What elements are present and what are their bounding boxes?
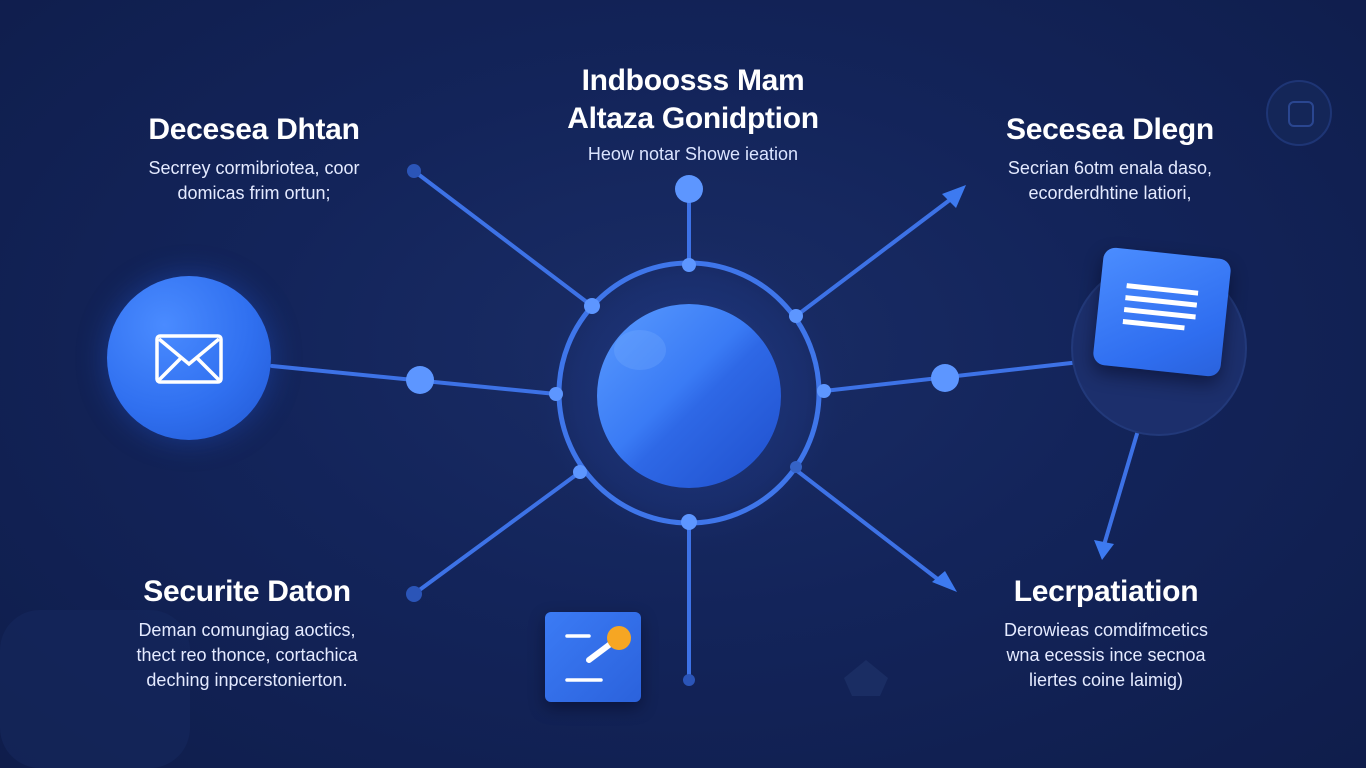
node-dot bbox=[584, 298, 600, 314]
feature-desc-line: Secrrey cormibriotea, coor bbox=[148, 158, 360, 178]
mail-icon bbox=[155, 334, 223, 384]
end-dot bbox=[683, 674, 695, 686]
connector-top-left bbox=[412, 169, 594, 308]
feature-desc-line: wna ecessis ince secnoa bbox=[1006, 645, 1206, 665]
document-icon bbox=[1122, 283, 1199, 331]
node-dots bbox=[406, 175, 959, 530]
diagram-title-block: Indboosss Mam Altaza Gonidption Heow not… bbox=[483, 62, 903, 165]
title-line-1: Indboosss Mam bbox=[581, 64, 805, 97]
title-subtitle: Heow notar Showe ieation bbox=[587, 144, 799, 164]
node-dot bbox=[573, 465, 587, 479]
background-shape bbox=[0, 610, 190, 768]
end-dot bbox=[406, 586, 422, 602]
feature-top-right: Secesea Dlegn Secrian 6otm enala daso, e… bbox=[945, 112, 1275, 206]
node-dot bbox=[931, 364, 959, 392]
feature-bottom-right: Lecrpatiation Derowieas comdifmcetics wn… bbox=[941, 574, 1271, 693]
title-line-2: Altaza Gonidption bbox=[567, 102, 819, 135]
connector-top-right bbox=[794, 194, 957, 318]
decorative-shape-icon bbox=[844, 660, 888, 696]
feature-desc-line: deching inpcerstonierton. bbox=[146, 670, 348, 690]
feature-desc-line: thect reo thonce, cortachica bbox=[136, 645, 358, 665]
feature-title: Lecrpatiation bbox=[1013, 575, 1199, 608]
node-dot bbox=[790, 461, 802, 473]
feature-desc-line: liertes coine laimig) bbox=[1028, 670, 1184, 690]
corner-badge-icon[interactable] bbox=[1266, 80, 1332, 146]
feature-title: Secesea Dlegn bbox=[1006, 113, 1214, 146]
node-dot bbox=[406, 366, 434, 394]
globe-sphere-icon[interactable] bbox=[597, 304, 781, 488]
connector-lines bbox=[270, 169, 1152, 682]
node-dot bbox=[675, 175, 703, 203]
feature-desc-line: Derowieas comdifmcetics bbox=[1003, 620, 1209, 640]
feature-title: Decesea Dhtan bbox=[148, 113, 360, 146]
chart-node[interactable] bbox=[545, 612, 641, 702]
feature-title: Securite Daton bbox=[143, 575, 351, 608]
connector-bottom-right bbox=[794, 468, 946, 586]
chart-icon bbox=[565, 626, 631, 682]
corner-badge-inner bbox=[1288, 101, 1314, 127]
arrow-head-top-right bbox=[942, 185, 966, 208]
node-dot bbox=[549, 387, 563, 401]
end-dots bbox=[406, 164, 695, 686]
document-card[interactable] bbox=[1092, 246, 1232, 378]
end-dot bbox=[407, 164, 421, 178]
feature-desc-line: Secrian 6otm enala daso, bbox=[1007, 158, 1213, 178]
feature-desc-line: domicas frim ortun; bbox=[177, 183, 331, 203]
arrow-head-bottom-right bbox=[932, 571, 957, 592]
sphere-highlight bbox=[614, 330, 666, 370]
feature-bottom-left: Securite Daton Deman comungiag aoctics, … bbox=[82, 574, 412, 693]
node-dot bbox=[682, 258, 696, 272]
mail-node[interactable] bbox=[107, 276, 271, 440]
node-dot bbox=[681, 514, 697, 530]
feature-top-left: Decesea Dhtan Secrrey cormibriotea, coor… bbox=[89, 112, 419, 206]
arrow-head-doc bbox=[1094, 540, 1114, 560]
feature-desc-line: Deman comungiag aoctics, bbox=[138, 620, 356, 640]
feature-desc-line: ecorderdhtine latiori, bbox=[1028, 183, 1192, 203]
node-dot bbox=[817, 384, 831, 398]
connector-bottom-left bbox=[412, 470, 582, 596]
node-dot bbox=[789, 309, 803, 323]
